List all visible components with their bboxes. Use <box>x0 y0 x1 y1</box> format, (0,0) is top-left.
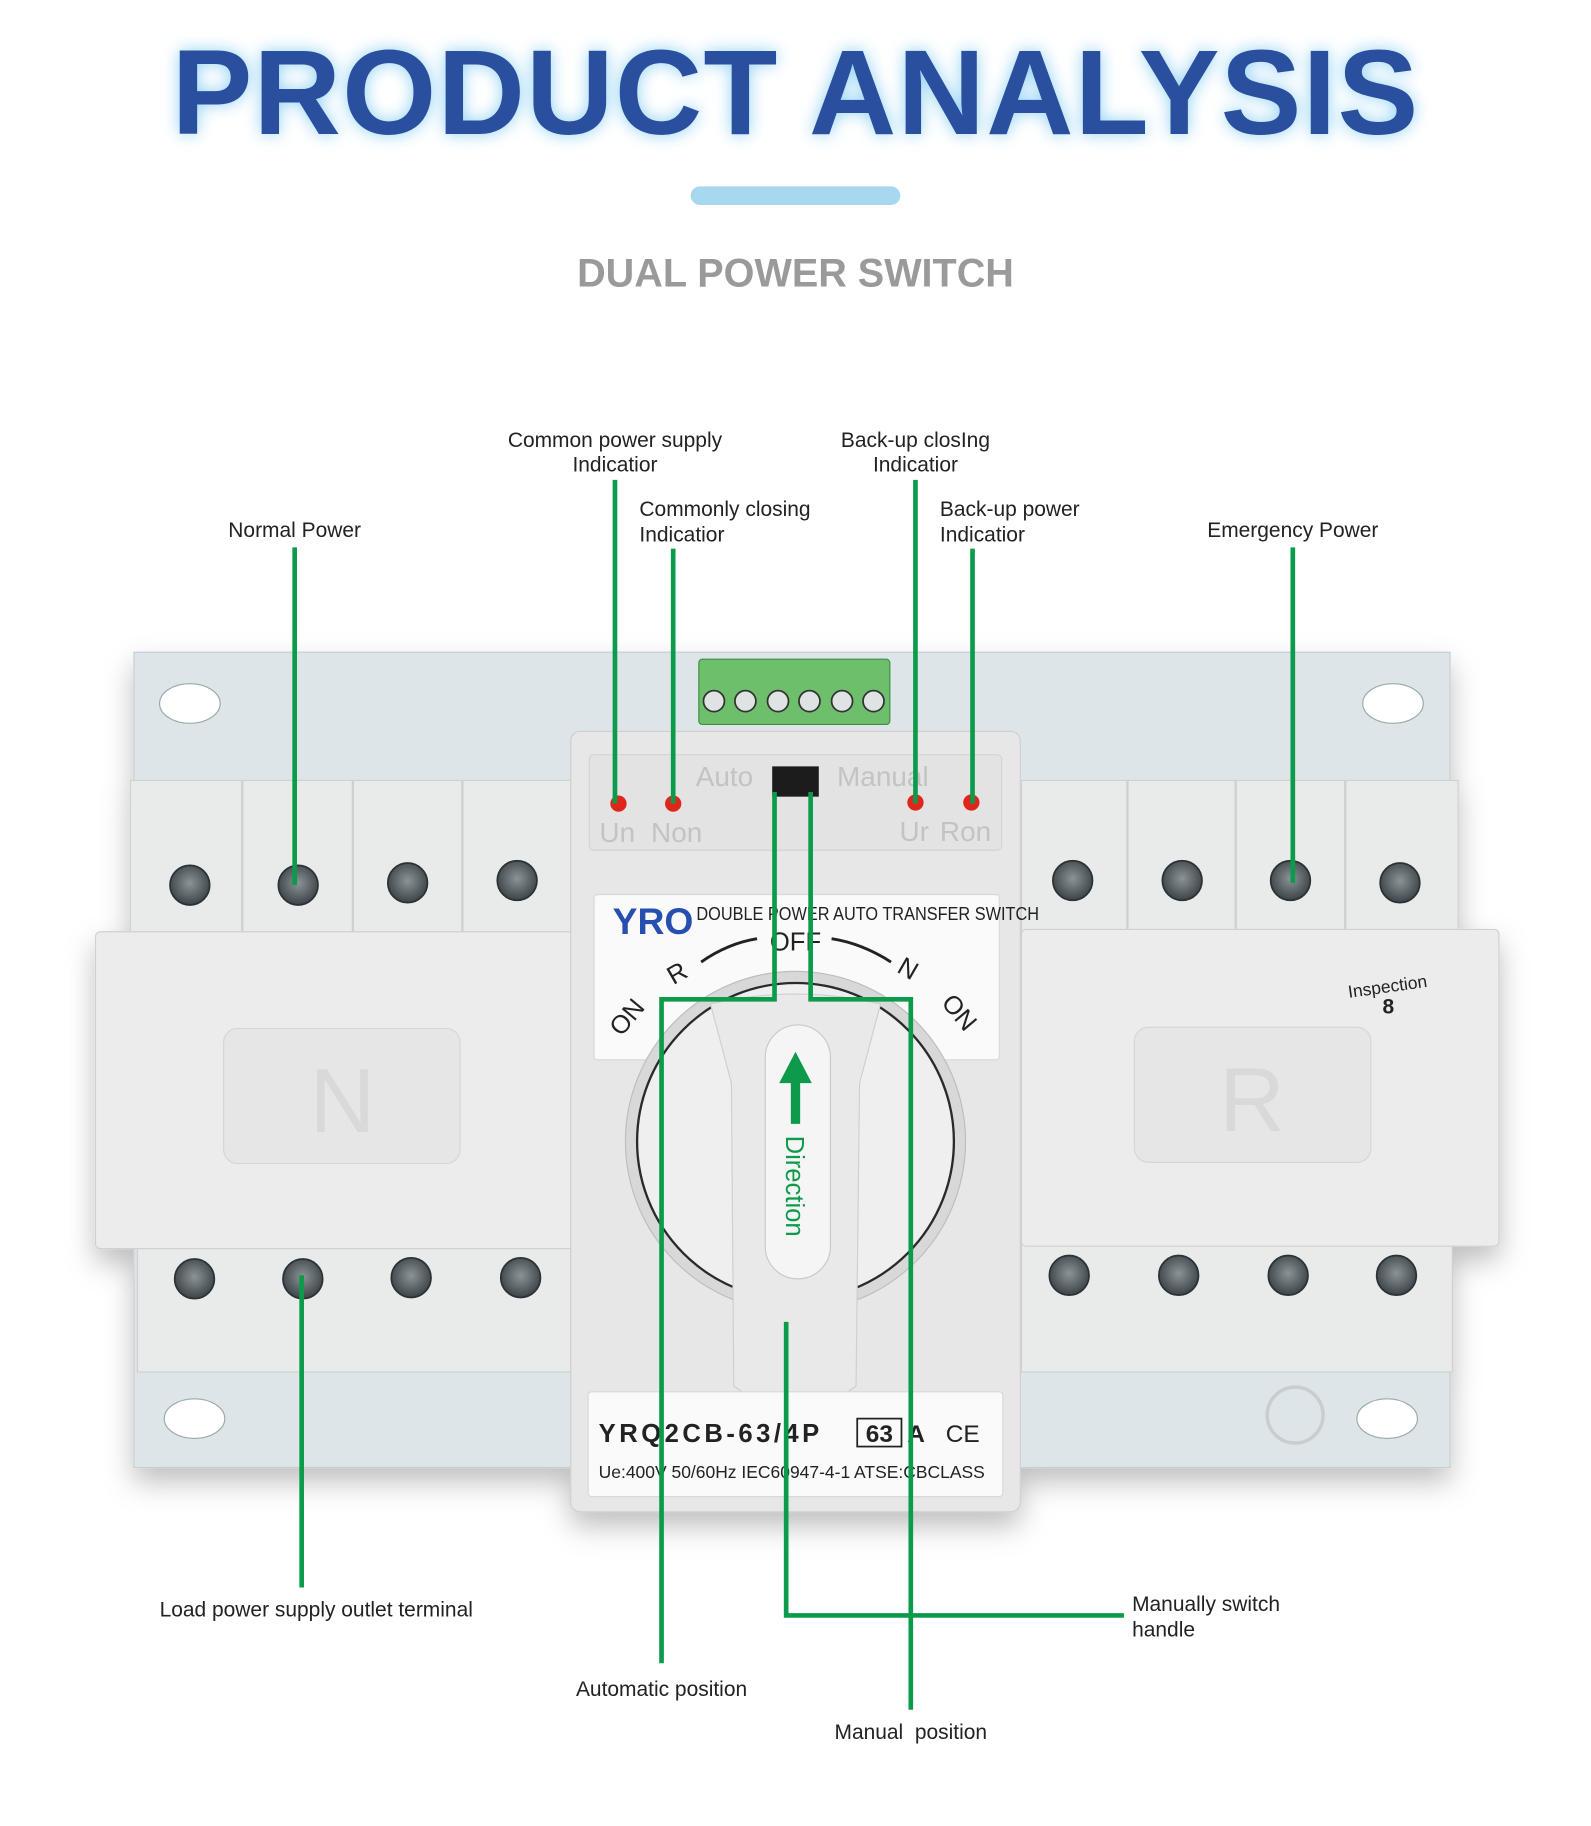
panel-title: DOUBLE POWER AUTO TRANSFER SWITCH <box>696 903 1039 924</box>
page-title: PRODUCT ANALYSIS <box>172 24 1420 160</box>
label-automatic-position: Automatic position <box>576 1678 747 1701</box>
callout-labels: Normal Power Common power supply Indicat… <box>160 429 1379 1744</box>
auto-manual-switch[interactable] <box>772 766 819 797</box>
mount-hole <box>1356 1398 1419 1439</box>
rating-value: 63 <box>866 1421 893 1448</box>
label-commonly-closing: Commonly closing <box>639 498 810 521</box>
brand-logo: YRO <box>613 900 694 942</box>
non-label: Non <box>651 817 702 848</box>
page-subtitle: DUAL POWER SWITCH <box>577 252 1014 296</box>
breaker-letter-n: N <box>310 1051 376 1152</box>
ron-label: Ron <box>940 816 991 847</box>
mount-hole <box>163 1398 226 1439</box>
top-terminal-block-left <box>129 779 572 939</box>
ur-label: Ur <box>900 816 929 847</box>
terminal-screws <box>169 859 1421 1300</box>
leader-manual-position <box>808 791 914 1710</box>
top-terminal-block-right <box>1020 779 1459 939</box>
spec-line: Ue:400V 50/60Hz IEC60947-4-1 ATSE:CBCLAS… <box>599 1462 985 1482</box>
label-normal-power: Normal Power <box>228 519 361 542</box>
label-manual-handle: Manually switch <box>1132 1593 1280 1616</box>
control-terminal-connector <box>698 658 891 726</box>
accent-bar <box>690 186 901 205</box>
label-commonly-closing-2: Indicatior <box>639 524 724 547</box>
mount-hole <box>158 683 221 724</box>
label-backup-closing: Back-up closIng <box>841 429 990 452</box>
un-label: Un <box>599 817 635 848</box>
dual-power-switch-device: N R Inspection 8 Auto Manual Un Non Ur R… <box>94 651 1500 1513</box>
arrow-icon <box>831 937 892 964</box>
indicator-panel <box>588 754 1003 851</box>
label-emergency-power: Emergency Power <box>1207 519 1378 542</box>
leader-manual-handle <box>783 1321 1124 1618</box>
off-label: OFF <box>770 928 821 956</box>
label-manual-position: Manual position <box>834 1721 987 1744</box>
direction-arrow-icon <box>779 1051 812 1124</box>
breaker-letter-r: R <box>1219 1050 1285 1151</box>
label-load-terminal: Load power supply outlet terminal <box>160 1599 473 1622</box>
label-common-supply: Common power supply <box>508 429 723 452</box>
label-backup-closing-2: Indicatior <box>873 454 958 477</box>
leader-automatic-position <box>659 791 777 1664</box>
ce-mark: CE <box>946 1421 980 1448</box>
arrow-icon <box>700 937 758 964</box>
label-manual-handle-2: handle <box>1132 1618 1195 1641</box>
ground-icon <box>1265 1385 1325 1445</box>
leader-lines <box>292 479 1296 1710</box>
label-backup-power-2: Indicatior <box>940 524 1025 547</box>
inspection-number: 8 <box>1382 995 1394 1018</box>
model-number: YRQ2CB-63/4P <box>599 1420 823 1448</box>
direction-label: Direction <box>780 1136 808 1237</box>
mount-hole <box>1362 683 1424 724</box>
terminal-dividers <box>241 780 1347 938</box>
auto-label: Auto <box>696 761 753 792</box>
label-backup-power: Back-up power <box>940 498 1080 521</box>
label-common-supply-2: Indicatior <box>572 454 657 477</box>
